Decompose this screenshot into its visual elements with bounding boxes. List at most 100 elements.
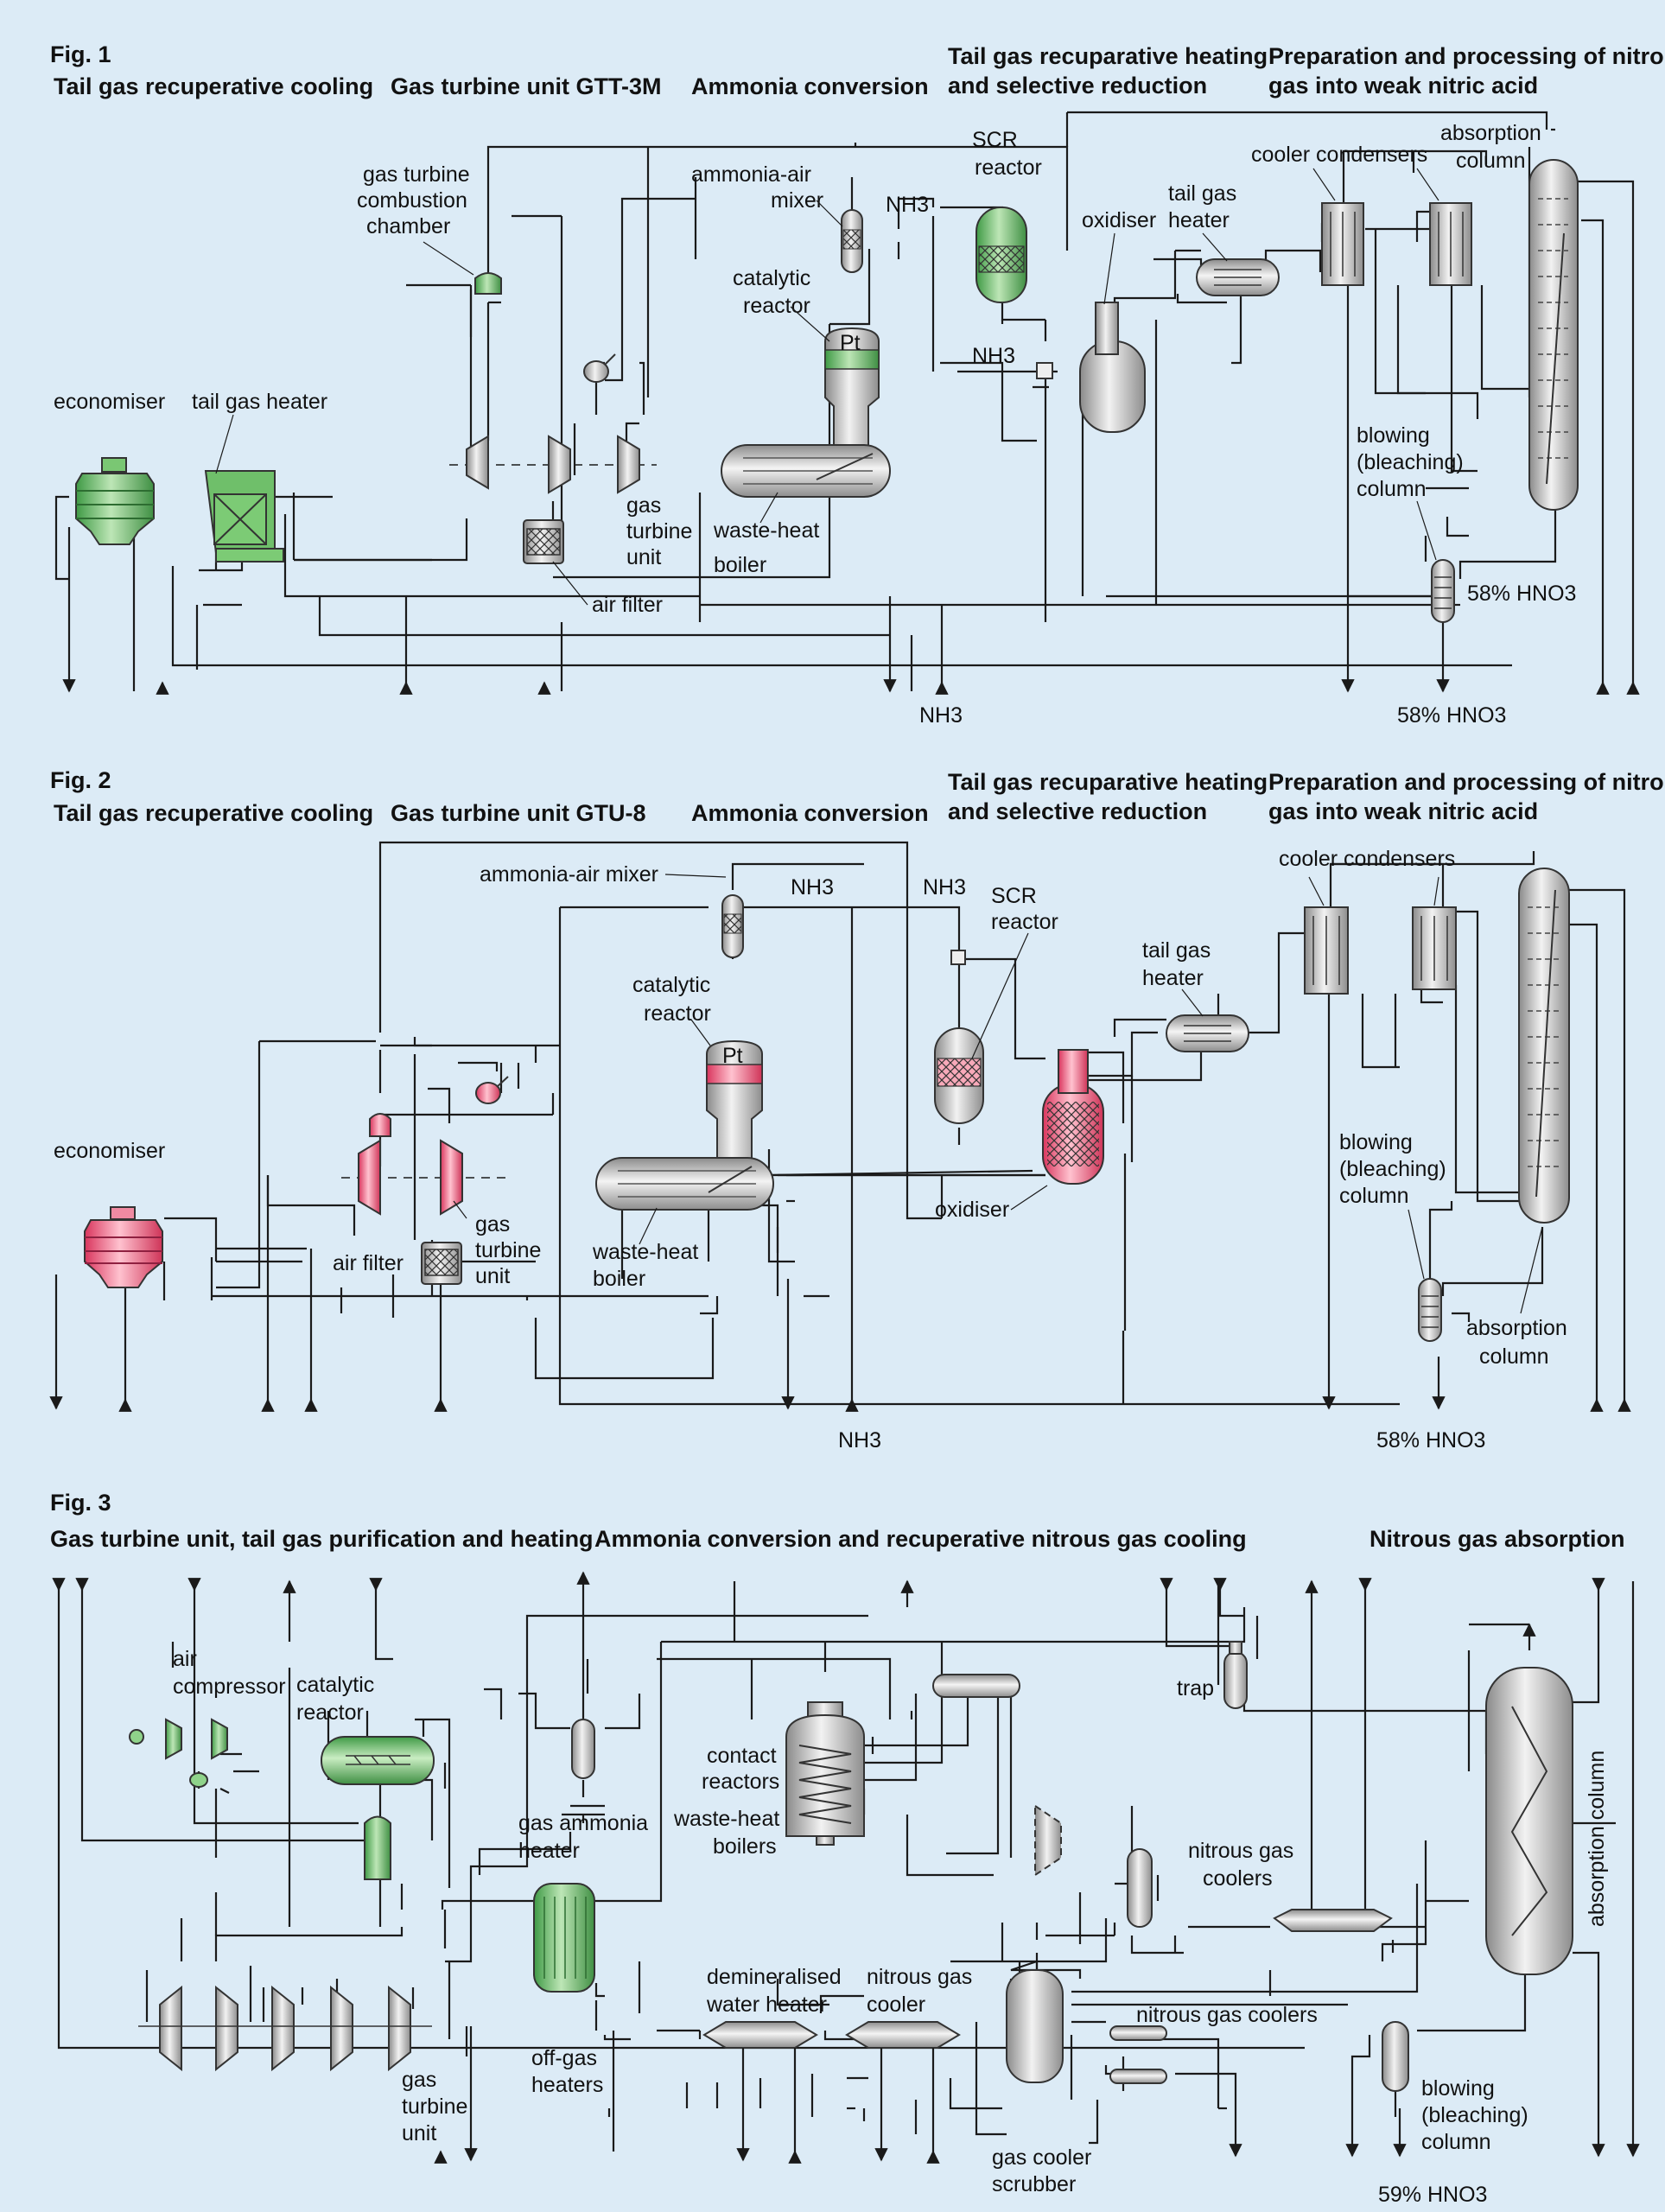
fig3-blowing-label-3: column — [1421, 2130, 1491, 2154]
fig3-absorption-column: absorption column — [1485, 1667, 1609, 1975]
fig1-scr-reactor — [975, 207, 1027, 303]
fig1-labels: economiser tail gas heater gas turbine c… — [54, 121, 1576, 728]
fig1-section-nitric-1: Preparation and processing of nitrous — [1268, 43, 1665, 69]
fig2-blowing-label-3: column — [1339, 1184, 1409, 1208]
scr-label-1: SCR — [972, 128, 1018, 152]
fig3-catalytic-label-1: catalytic — [296, 1673, 374, 1697]
fig1-section-cooling: Tail gas recuperative cooling — [54, 73, 373, 99]
fig3-contact-reactors-label-1: contact — [707, 1744, 777, 1768]
fig3-gtu-label-2: turbine — [402, 2094, 467, 2119]
fig2-scr-label-1: SCR — [991, 884, 1037, 908]
fig3-nitrous-coolers-upper-label-1: nitrous gas — [1188, 1839, 1293, 1863]
fig3-demin-label-1: demineralised — [707, 1965, 842, 1989]
hno3-bottom-label: 58% HNO3 — [1397, 703, 1506, 728]
fig2-absorption-label-1: absorption — [1466, 1316, 1567, 1340]
waste-heat-boiler-label-1: waste-heat — [713, 518, 819, 543]
fig2-turbines — [358, 1076, 509, 1216]
fig3-trap-label: trap — [1177, 1676, 1214, 1700]
fig1-small-valve — [1036, 362, 1053, 379]
blowing-column-label-3: column — [1357, 477, 1427, 501]
fig1-mixer — [841, 209, 863, 273]
fig1-label: Fig. 1 — [50, 41, 111, 67]
gas-turbine-unit-label-1: gas — [626, 493, 661, 518]
fig3-nitrous-cooler-label-1: nitrous gas — [867, 1965, 972, 1989]
fig3-demin-heater — [702, 2021, 818, 2049]
fig2-gtu-label-2: turbine — [475, 1238, 541, 1262]
fig3-blowing-label-1: blowing — [1421, 2076, 1495, 2101]
fig3-off-gas-heaters-label-2: heaters — [531, 2073, 603, 2097]
fig1-catalytic-reactor: Pt — [824, 327, 880, 454]
fig2-section-ammonia: Ammonia conversion — [691, 800, 929, 826]
fig2-nh3-b: NH3 — [923, 875, 966, 899]
fig3-top-drum — [932, 1674, 1020, 1698]
fig2-tail-gas-heater — [1166, 1014, 1249, 1052]
economiser-label: economiser — [54, 390, 165, 414]
fig2-scr-label-2: reactor — [991, 910, 1058, 934]
nh3-bottom-label: NH3 — [919, 703, 963, 728]
tail-gas-heater-right-label-1: tail gas — [1168, 181, 1236, 206]
tail-gas-heater-right-label-2: heater — [1168, 208, 1230, 232]
catalytic-reactor-label-1: catalytic — [733, 266, 810, 290]
fig3-turbines — [138, 1985, 432, 2072]
catalytic-reactor-label-2: reactor — [743, 294, 810, 318]
fig3-gas-cooler-scrubber — [1006, 1969, 1064, 2083]
cooler-condensers-label: cooler condensers — [1251, 143, 1427, 167]
mixer-label-1: ammonia-air — [691, 162, 811, 187]
air-filter-label: air filter — [592, 593, 663, 617]
fig2-section-nitric-1: Preparation and processing of nitrous — [1268, 769, 1665, 795]
fig3-demin-label-2: water heater — [706, 1993, 827, 2017]
gas-turbine-unit-label-3: unit — [626, 545, 661, 569]
fig3-labels: air compressor catalytic reactor gas amm… — [173, 1647, 1528, 2207]
fig3-nitrous-gas-coolers-lower — [1109, 2025, 1167, 2084]
combustion-chamber-label-1: gas turbine — [363, 162, 470, 187]
combustion-chamber-label-2: combustion — [357, 188, 467, 213]
fig2-air-filter-label: air filter — [333, 1251, 404, 1275]
fig2: Fig. 2 Tail gas recuperative cooling Gas… — [49, 767, 1665, 1452]
fig2-section-turbine: Gas turbine unit GTU-8 — [391, 800, 646, 826]
fig2-nh3-a: NH3 — [791, 875, 834, 899]
fig2-section-heating-1: Tail gas recuparative heating — [948, 769, 1268, 795]
fig2-waste-heat-label-2: boiler — [593, 1267, 645, 1291]
fig2-blowing-label-2: (bleaching) — [1339, 1157, 1446, 1181]
oxidiser-label: oxidiser — [1082, 208, 1156, 232]
fig3-scrubber-label-2: scrubber — [992, 2172, 1076, 2196]
fig3-gas-ammonia-heater — [571, 1719, 595, 1779]
fig2-absorption-label-2: column — [1479, 1344, 1549, 1369]
fig3-waste-heat-boilers-label-2: boilers — [713, 1834, 777, 1859]
fig3-scrubber-label-1: gas cooler — [992, 2145, 1091, 2170]
fig2-section-heating-2: and selective reduction — [948, 798, 1207, 824]
fig2-blowing-column — [1418, 1278, 1442, 1342]
fig2-cooler-condensers — [1304, 906, 1457, 995]
fig3-nitrous-gas-cooler — [845, 2021, 961, 2049]
fig1-section-nitric-2: gas into weak nitric acid — [1268, 73, 1538, 99]
fig3-gtu-label-3: unit — [402, 2121, 436, 2145]
fig3-catalytic-reactor — [321, 1736, 435, 1880]
fig2-mixer-label: ammonia-air mixer — [480, 862, 658, 887]
fig3-air-compressor-label-1: air — [173, 1647, 197, 1671]
mixer-label-2: mixer — [771, 188, 823, 213]
fig3-nitrous-coolers-lower-label: nitrous gas coolers — [1136, 2003, 1318, 2027]
fig2-tail-gas-heater-label-2: heater — [1142, 966, 1204, 990]
fig3-blowing-column — [1382, 2021, 1409, 2092]
fig2-gtu-label-1: gas — [475, 1212, 510, 1236]
fig3-off-gas-heaters-label-1: off-gas — [531, 2046, 597, 2070]
fig2-waste-heat-label-1: waste-heat — [592, 1240, 698, 1264]
fig1-section-heating-1: Tail gas recuparative heating — [948, 43, 1268, 69]
fig3-nitrous-cooler-label-2: cooler — [867, 1993, 925, 2017]
fig1-pt-label: Pt — [840, 331, 861, 355]
blowing-column-label-2: (bleaching) — [1357, 450, 1464, 474]
fig1-combustion-chamber — [474, 272, 502, 295]
fig3-off-gas-heaters — [533, 1883, 595, 1993]
fig2-combustion-chamber — [369, 1113, 391, 1137]
fig2-section-cooling: Tail gas recuperative cooling — [54, 800, 373, 826]
fig1-section-ammonia: Ammonia conversion — [691, 73, 929, 99]
fig1-tail-gas-heater — [204, 470, 284, 563]
fig2-section-nitric-2: gas into weak nitric acid — [1268, 798, 1538, 824]
fig2-pipes — [54, 841, 1626, 1408]
fig3-section-absorption: Nitrous gas absorption — [1369, 1526, 1625, 1552]
hno3-right-label: 58% HNO3 — [1467, 582, 1576, 606]
nh3-mid-label: NH3 — [972, 344, 1015, 368]
fig3-section-turbine: Gas turbine unit, tail gas purification … — [50, 1526, 594, 1552]
scr-label-2: reactor — [975, 156, 1042, 180]
fig3-gtu-label-1: gas — [402, 2068, 436, 2092]
